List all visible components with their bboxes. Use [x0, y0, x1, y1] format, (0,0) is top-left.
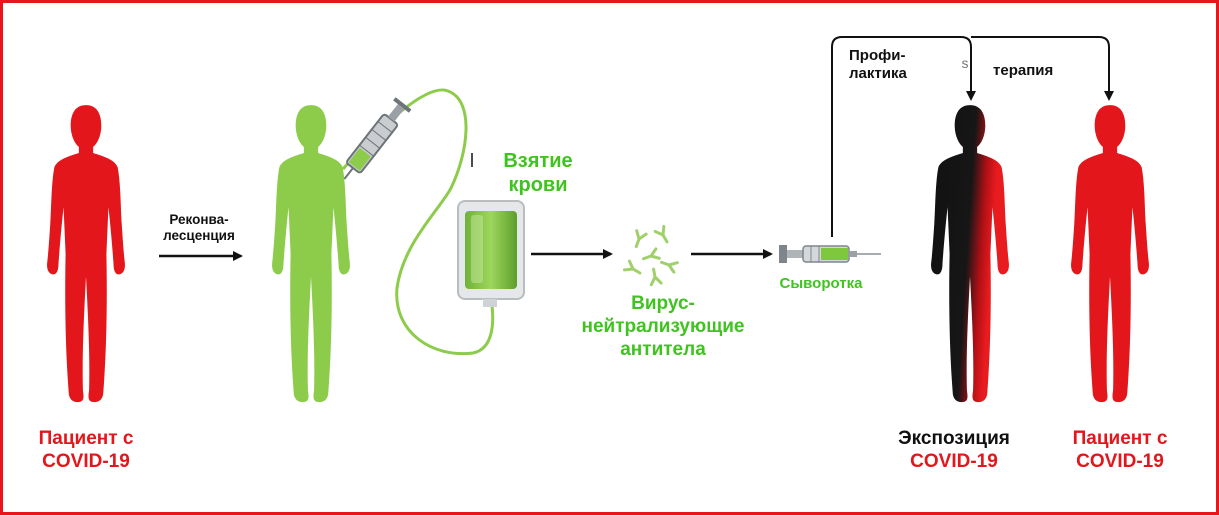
reconvalescence-label: Реконва- лесценция [163, 212, 235, 244]
blood-tubing [341, 88, 495, 356]
blood-draw-syringe [343, 97, 412, 180]
therapy-arrow [971, 36, 1114, 101]
antibodies-label: Вирус- нейтрализующие антитела [581, 293, 745, 361]
therapy-label: терапия [993, 62, 1054, 79]
patient-figure-right [1071, 105, 1149, 403]
serum-label: Сыворотка [779, 275, 863, 292]
prophylaxis-label: Профи- лактика [849, 47, 907, 83]
exposure-label: Экспозиция COVID-19 [898, 428, 1010, 473]
antibody-icons [622, 224, 679, 287]
prophylaxis-arrow [831, 36, 976, 237]
stray-char: s [961, 55, 969, 71]
blood-bag [457, 200, 525, 307]
exposed-figure [931, 105, 1009, 403]
patient-left-label: Пациент с COVID-19 [38, 428, 134, 473]
serum-syringe [779, 245, 881, 263]
patient-right-label: Пациент с COVID-19 [1072, 428, 1168, 473]
donor-figure [272, 105, 350, 403]
patient-figure-left [47, 105, 125, 403]
diagram-graphics [47, 36, 1149, 403]
blood-draw-label: Взятие крови [503, 150, 573, 197]
